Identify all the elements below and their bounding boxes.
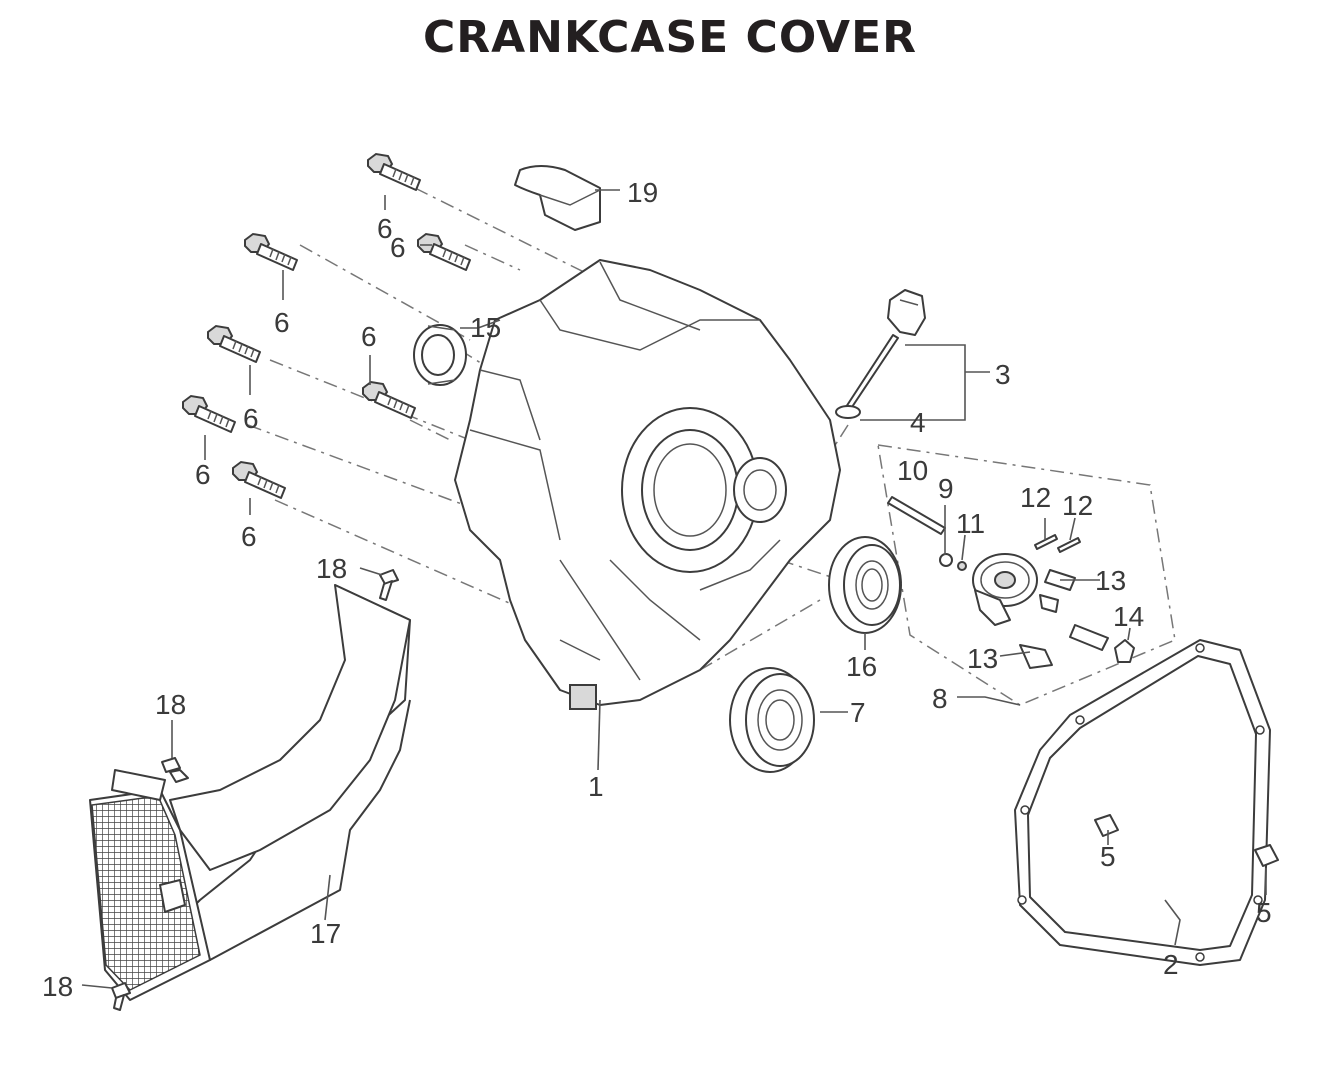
callout-2: 2 bbox=[1163, 949, 1179, 980]
callout-5b: 5 bbox=[1256, 897, 1272, 928]
callout-4: 4 bbox=[910, 407, 926, 438]
callout-12a: 12 bbox=[1020, 482, 1051, 513]
part-3-dipstick bbox=[845, 289, 926, 411]
part-1-crankcase-cover bbox=[454, 259, 841, 710]
callout-labels: 1 2 3 4 5 5 6 6 6 6 6 6 6 7 8 9 10 11 12… bbox=[42, 177, 1272, 1002]
callout-19: 19 bbox=[627, 177, 658, 208]
callout-18a: 18 bbox=[316, 553, 347, 584]
callout-1: 1 bbox=[588, 771, 604, 802]
callout-12b: 12 bbox=[1062, 490, 1093, 521]
leader-lines bbox=[81, 189, 1267, 989]
part-18-screws bbox=[111, 569, 399, 1011]
callout-6b: 6 bbox=[390, 232, 406, 263]
part-8-governor-assembly bbox=[887, 496, 1135, 669]
part-15-oil-seal bbox=[413, 324, 467, 386]
callout-8: 8 bbox=[932, 683, 948, 714]
callout-6a: 6 bbox=[377, 213, 393, 244]
part-16-bearing bbox=[828, 536, 902, 634]
callout-17: 17 bbox=[310, 918, 341, 949]
callout-18c: 18 bbox=[42, 971, 73, 1002]
callout-14: 14 bbox=[1113, 601, 1144, 632]
part-19-cap bbox=[514, 165, 601, 231]
callout-6e: 6 bbox=[243, 403, 259, 434]
callout-10: 10 bbox=[897, 455, 928, 486]
callout-5a: 5 bbox=[1100, 841, 1116, 872]
callout-6c: 6 bbox=[274, 307, 290, 338]
bolts-6 bbox=[182, 153, 471, 499]
callout-13b: 13 bbox=[967, 643, 998, 674]
part-4-o-ring bbox=[835, 405, 861, 419]
diagram-title: CRANKCASE COVER bbox=[422, 12, 918, 63]
callout-18b: 18 bbox=[155, 689, 186, 720]
callout-11: 11 bbox=[956, 508, 985, 539]
callout-9: 9 bbox=[938, 473, 954, 504]
callout-13a: 13 bbox=[1095, 565, 1126, 596]
part-7-bearing bbox=[729, 667, 815, 773]
callout-6f: 6 bbox=[195, 459, 211, 490]
callout-3: 3 bbox=[995, 359, 1011, 390]
callout-16: 16 bbox=[846, 651, 877, 682]
part-17-shroud bbox=[89, 584, 411, 1001]
callout-6g: 6 bbox=[241, 521, 257, 552]
callout-7: 7 bbox=[850, 697, 866, 728]
part-5-dowel-pins bbox=[1094, 814, 1279, 867]
part-2-gasket bbox=[1014, 639, 1271, 966]
callout-6d: 6 bbox=[361, 321, 377, 352]
callout-15: 15 bbox=[470, 312, 501, 343]
